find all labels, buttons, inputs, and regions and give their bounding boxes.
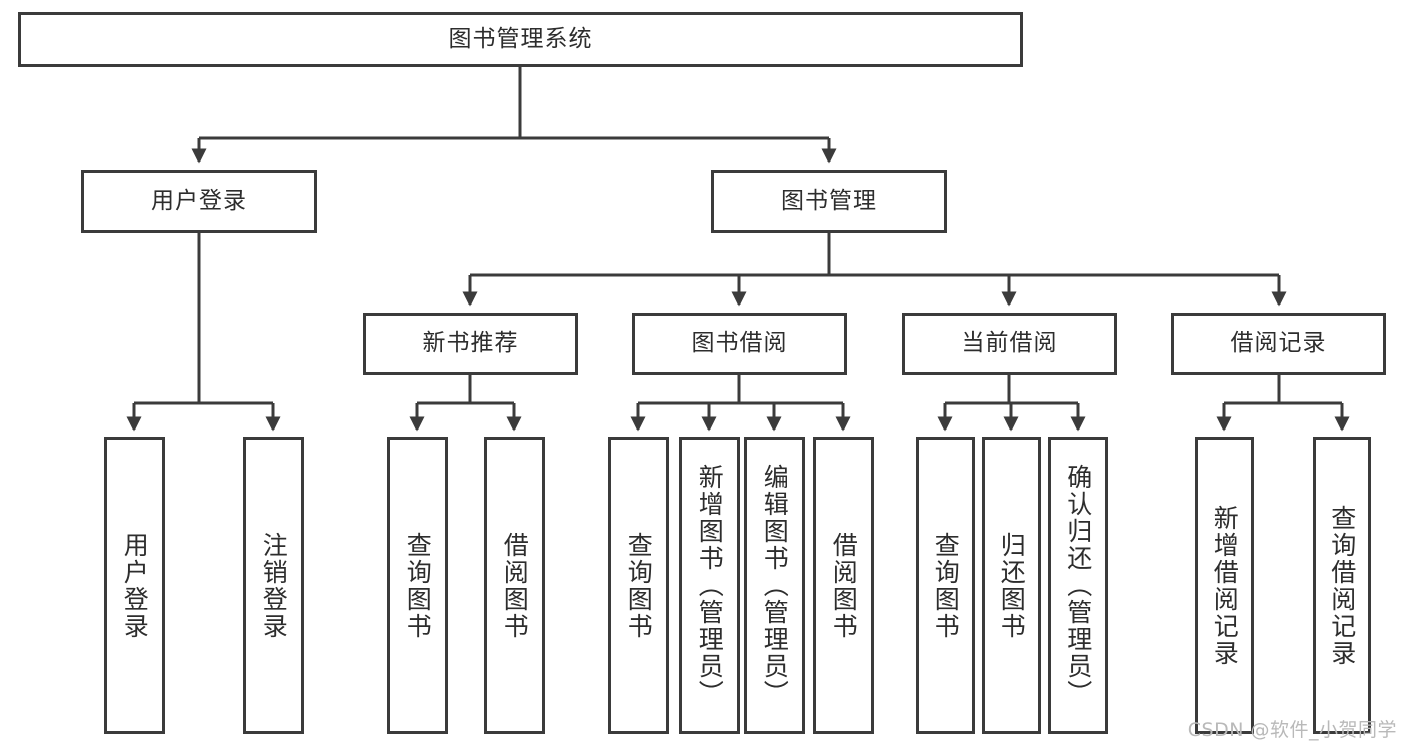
leaf-add-book-admin[interactable]: 新增图书（管理员） [679, 437, 740, 734]
node-root[interactable]: 图书管理系统 [18, 12, 1023, 67]
leaf-borrow-book-recommend-label: 借阅图书 [500, 531, 530, 640]
node-new-book-recommend[interactable]: 新书推荐 [363, 313, 578, 375]
node-book-management-label: 图书管理 [781, 187, 877, 214]
leaf-return-book[interactable]: 归还图书 [982, 437, 1041, 734]
watermark: CSDN @软件_小贺同学 [1187, 719, 1397, 741]
leaf-add-borrow-record[interactable]: 新增借阅记录 [1195, 437, 1254, 734]
leaf-query-borrow-record[interactable]: 查询借阅记录 [1313, 437, 1371, 734]
node-current-borrow[interactable]: 当前借阅 [902, 313, 1117, 375]
leaf-return-book-label: 归还图书 [997, 531, 1027, 640]
leaf-query-book-current-label: 查询图书 [931, 531, 961, 640]
leaf-edit-book-admin-label: 编辑图书（管理员） [760, 464, 790, 707]
leaf-borrow-book[interactable]: 借阅图书 [813, 437, 874, 734]
leaf-query-book-borrow[interactable]: 查询图书 [608, 437, 669, 734]
leaf-query-book-borrow-label: 查询图书 [624, 531, 654, 640]
node-book-borrow[interactable]: 图书借阅 [632, 313, 847, 375]
node-user-login[interactable]: 用户登录 [81, 170, 317, 233]
leaf-user-login-label: 用户登录 [120, 531, 150, 640]
leaf-query-book-recommend[interactable]: 查询图书 [387, 437, 448, 734]
leaf-query-book-recommend-label: 查询图书 [403, 531, 433, 640]
leaf-add-book-admin-label: 新增图书（管理员） [695, 464, 725, 707]
node-root-label: 图书管理系统 [448, 25, 593, 52]
leaf-confirm-return-admin-label: 确认归还（管理员） [1063, 464, 1093, 707]
leaf-user-logout-label: 注销登录 [259, 531, 289, 640]
node-book-borrow-label: 图书借阅 [691, 330, 788, 357]
leaf-query-book-current[interactable]: 查询图书 [916, 437, 975, 734]
node-user-login-label: 用户登录 [151, 187, 247, 214]
node-new-book-recommend-label: 新书推荐 [422, 330, 519, 357]
node-borrow-record-label: 借阅记录 [1230, 330, 1327, 357]
leaf-borrow-book-label: 借阅图书 [829, 531, 859, 640]
leaf-edit-book-admin[interactable]: 编辑图书（管理员） [744, 437, 805, 734]
node-borrow-record[interactable]: 借阅记录 [1171, 313, 1386, 375]
leaf-borrow-book-recommend[interactable]: 借阅图书 [484, 437, 545, 734]
leaf-user-logout[interactable]: 注销登录 [243, 437, 304, 734]
node-book-management[interactable]: 图书管理 [711, 170, 947, 233]
leaf-query-borrow-record-label: 查询借阅记录 [1327, 504, 1357, 667]
leaf-add-borrow-record-label: 新增借阅记录 [1210, 504, 1240, 667]
leaf-confirm-return-admin[interactable]: 确认归还（管理员） [1048, 437, 1108, 734]
node-current-borrow-label: 当前借阅 [961, 330, 1058, 357]
leaf-user-login[interactable]: 用户登录 [104, 437, 165, 734]
